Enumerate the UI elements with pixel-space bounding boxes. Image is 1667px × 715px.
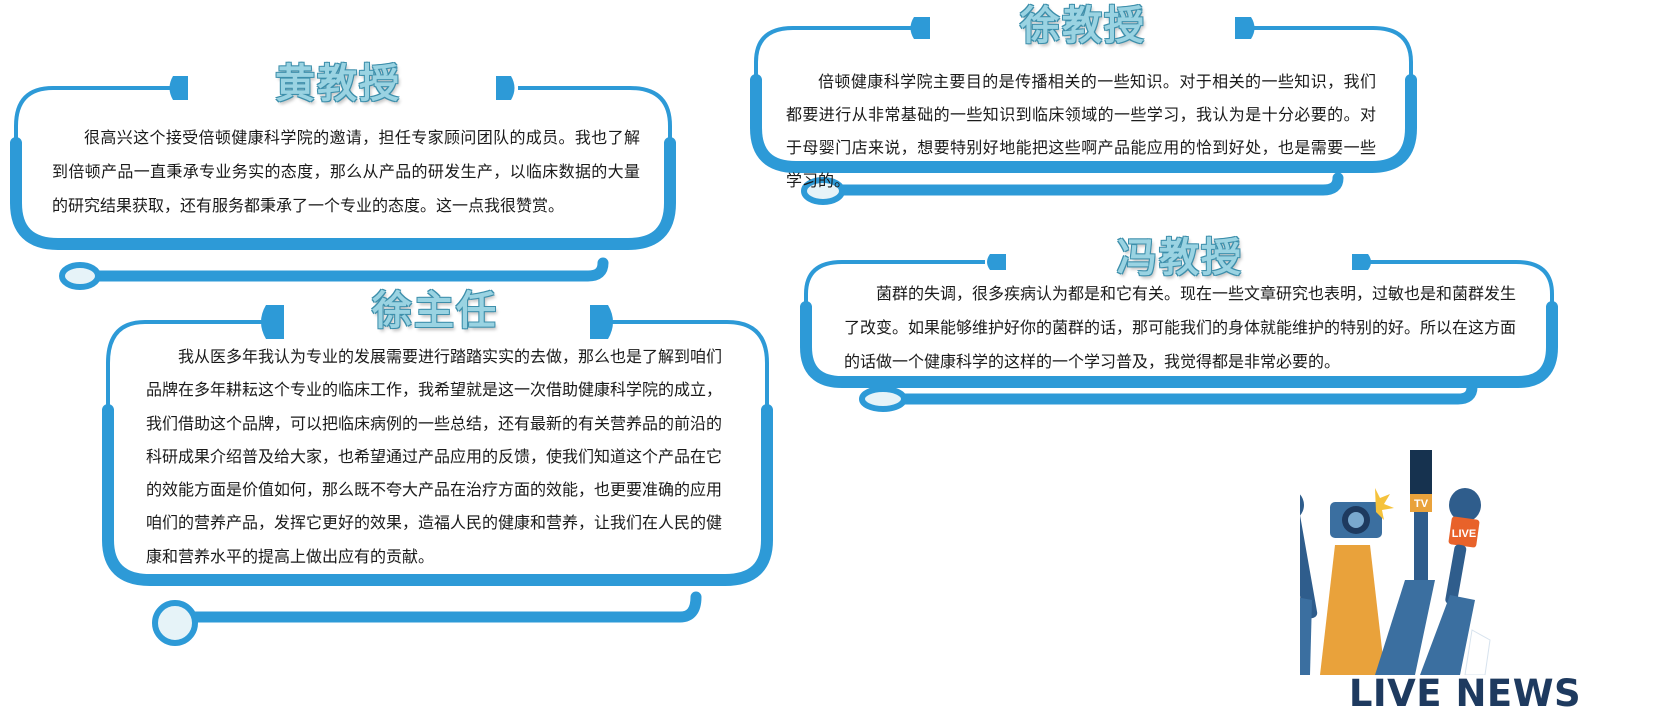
card-title: 徐教授 (1020, 2, 1146, 49)
card-body-text: 菌群的失调，很多疾病认为都是和它有关。现在一些文章研究也表明，过敏也是和菌群发生… (844, 284, 1517, 371)
speech-bubble-frame (750, 17, 1417, 205)
microphone-icon: TV (1375, 430, 1435, 675)
card-title: 冯教授 (1117, 234, 1243, 281)
card-title: 黄教授 (275, 60, 401, 107)
microphones-illustration: TV LIVE (1230, 430, 1491, 676)
quote-card-xu-director: 徐主任 我从医多年我认为专业的发展需要进行踏踏实实的去做，那么也是了解到咱们品牌… (100, 285, 780, 655)
camera-icon (1320, 488, 1394, 675)
microphone-icon (1260, 489, 1318, 675)
speech-bubble-frame (10, 76, 676, 290)
speech-bubble-frame (102, 305, 773, 646)
quote-card-huang: 黄教授 很高兴这个接受倍顿健康科学院的邀请，担任专家顾问团队的成员。我也了解到倍… (8, 58, 678, 298)
live-label: LIVE (1452, 528, 1476, 540)
card-body-text: 很高兴这个接受倍顿健康科学院的邀请，担任专家顾问团队的成员。我也了解到倍顿产品一… (52, 128, 640, 215)
speech-bubble-frame (800, 254, 1558, 412)
quote-card-xu-professor: 徐教授 倍顿健康科学院主要目的是传播相关的一些知识。对于相关的一些知识，我们都要… (748, 0, 1420, 206)
card-title: 徐主任 (372, 287, 498, 334)
live-news-headline: LIVE NEWS (1348, 672, 1582, 715)
microphone-icon: LIVE (1420, 488, 1491, 676)
quote-card-feng: 冯教授 菌群的失调，很多疾病认为都是和它有关。现在一些文章研究也表明，过敏也是和… (800, 232, 1560, 414)
card-body-text: 倍顿健康科学院主要目的是传播相关的一些知识。对于相关的一些知识，我们都要进行从非… (786, 72, 1376, 190)
card-body-text: 我从医多年我认为专业的发展需要进行踏踏实实的去做，那么也是了解到咱们品牌在多年耕… (146, 347, 723, 566)
tv-label: TV (1414, 498, 1429, 510)
live-news-illustration: TV LIVE LIVE NEWS (1230, 430, 1600, 715)
